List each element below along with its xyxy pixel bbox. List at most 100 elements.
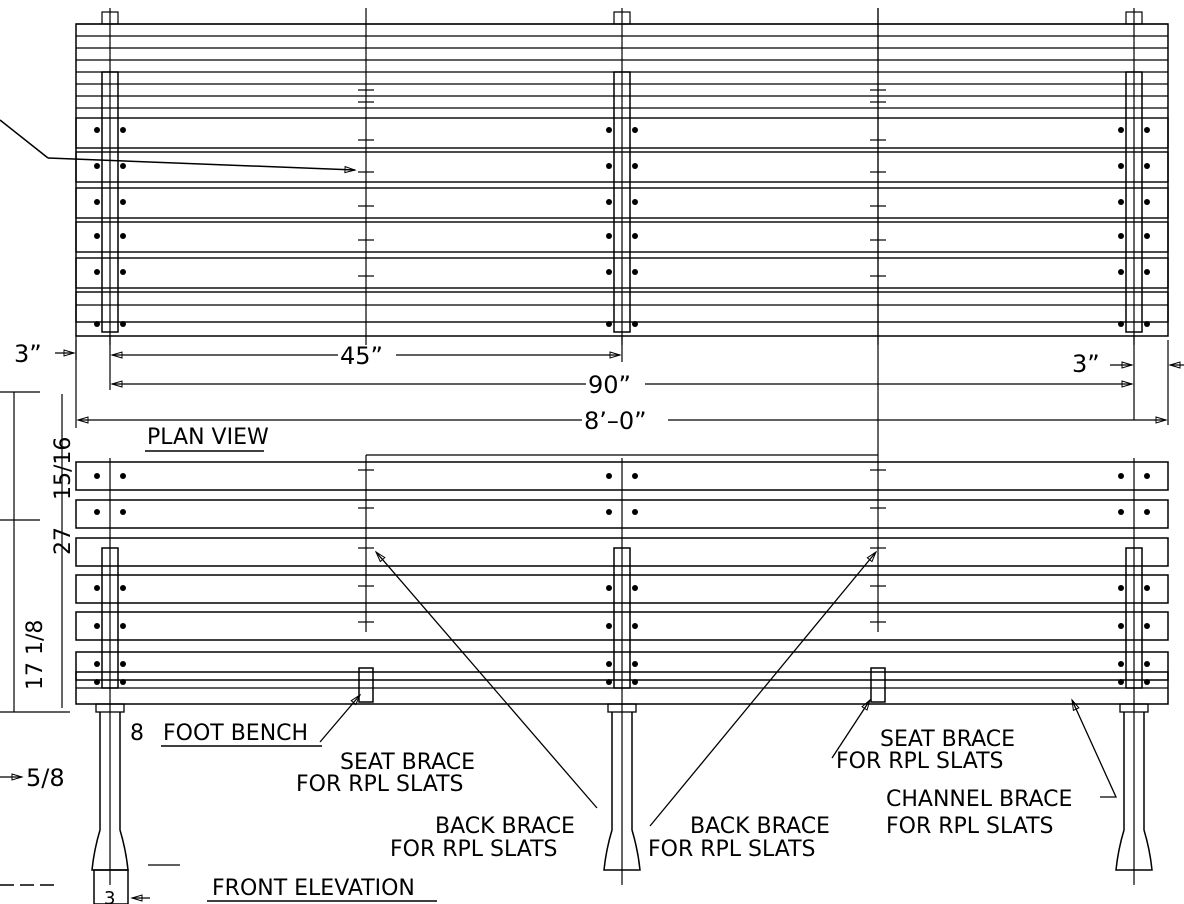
note-seat-brace-left-line1: SEAT BRACE bbox=[340, 750, 475, 775]
note-seat-brace-right-line2: FOR RPL SLATS bbox=[836, 749, 1004, 774]
plan-bolt bbox=[120, 163, 126, 169]
elev-bolt bbox=[606, 585, 612, 591]
elev-seat-brace bbox=[870, 667, 886, 703]
elev-bolt bbox=[632, 623, 638, 629]
elev-bolt bbox=[606, 473, 612, 479]
elev-bolt bbox=[1144, 473, 1150, 479]
elev-leg bbox=[1115, 712, 1153, 871]
elev-bolt bbox=[1144, 509, 1150, 515]
plan-bolt bbox=[94, 321, 100, 327]
note-back-brace-right: BACK BRACE FOR RPL SLATS bbox=[648, 550, 878, 862]
note-back-brace-left-line1: BACK BRACE bbox=[435, 814, 575, 839]
plan-bolt bbox=[606, 233, 612, 239]
plan-bolt bbox=[1144, 269, 1150, 275]
elev-bolt bbox=[120, 623, 126, 629]
plan-bolt bbox=[120, 199, 126, 205]
plan-leader-arrow bbox=[47, 157, 357, 174]
dim-right-offset: 3” bbox=[1072, 340, 1184, 425]
elev-bolt bbox=[120, 679, 126, 685]
plan-bolt bbox=[632, 163, 638, 169]
elev-bolt bbox=[606, 679, 612, 685]
dim-overall-posts-text: 90” bbox=[588, 371, 631, 399]
elev-bolt bbox=[94, 509, 100, 515]
plan-post-cap bbox=[1125, 11, 1143, 25]
note-seat-brace-left-line2: FOR RPL SLATS bbox=[296, 772, 464, 797]
dim-overall-length: 8’–0” bbox=[75, 340, 1168, 435]
dim-left-offset-text: 3” bbox=[14, 340, 42, 368]
dim-post-spacing: 45” bbox=[109, 335, 623, 390]
dim-overall-length-text: 8’–0” bbox=[584, 407, 647, 435]
elev-bolt bbox=[94, 473, 100, 479]
elev-bolt bbox=[606, 623, 612, 629]
elev-bolt bbox=[1118, 509, 1124, 515]
note-seat-brace-right: SEAT BRACE FOR RPL SLATS bbox=[831, 698, 1015, 774]
dim-height-back: 27 bbox=[51, 527, 76, 555]
dim-post-spacing-text: 45” bbox=[340, 342, 383, 370]
foot-dim-text: 3 bbox=[104, 888, 115, 904]
plan-bolt bbox=[632, 127, 638, 133]
elev-bolt bbox=[94, 679, 100, 685]
plan-bolt bbox=[1144, 199, 1150, 205]
elev-bolt bbox=[1144, 623, 1150, 629]
plan-bolt bbox=[1118, 127, 1124, 133]
elev-bolt bbox=[120, 661, 126, 667]
plan-bolt bbox=[606, 163, 612, 169]
elev-leg-flange bbox=[1119, 703, 1149, 713]
elev-bolt bbox=[1118, 473, 1124, 479]
plan-bolt bbox=[94, 127, 100, 133]
front-elevation-title: FRONT ELEVATION bbox=[212, 876, 415, 901]
plan-bolt bbox=[632, 199, 638, 205]
foot-dim-box bbox=[93, 869, 129, 904]
plan-bolt bbox=[632, 233, 638, 239]
elev-seat-brace bbox=[358, 667, 374, 703]
plan-bolt bbox=[94, 163, 100, 169]
plan-view: 3” 45” 90” 3” 8’–0” bbox=[0, 8, 1184, 452]
plan-bolt bbox=[120, 321, 126, 327]
plan-bolt bbox=[1118, 163, 1124, 169]
note-back-brace-right-line2: FOR RPL SLATS bbox=[648, 837, 816, 862]
plan-bolt bbox=[1144, 127, 1150, 133]
elev-bolt bbox=[606, 509, 612, 515]
plan-bolt bbox=[606, 321, 612, 327]
elev-bolt bbox=[120, 473, 126, 479]
elev-bolt bbox=[632, 661, 638, 667]
elev-bolt bbox=[1118, 661, 1124, 667]
plan-bolt bbox=[94, 269, 100, 275]
plan-bolt bbox=[606, 269, 612, 275]
elev-bolt bbox=[1144, 585, 1150, 591]
note-seat-brace-left: SEAT BRACE FOR RPL SLATS bbox=[296, 693, 475, 797]
elev-bolt bbox=[120, 509, 126, 515]
note-channel-brace-line1: CHANNEL BRACE bbox=[886, 787, 1072, 812]
elev-bolt bbox=[94, 585, 100, 591]
dim-height-seat: 17 1/8 bbox=[23, 620, 48, 690]
plan-posts bbox=[94, 8, 1150, 345]
plan-bolt bbox=[1118, 233, 1124, 239]
note-back-brace-left: BACK BRACE FOR RPL SLATS bbox=[374, 550, 598, 862]
plan-bolt bbox=[606, 127, 612, 133]
plan-bolt bbox=[94, 199, 100, 205]
note-channel-brace: CHANNEL BRACE FOR RPL SLATS bbox=[886, 698, 1118, 839]
plan-bolt bbox=[1144, 163, 1150, 169]
elev-bolt bbox=[632, 509, 638, 515]
bench-name-label: FOOT BENCH bbox=[163, 721, 308, 746]
elev-bolt bbox=[94, 661, 100, 667]
plan-bolt bbox=[120, 269, 126, 275]
plan-bolt bbox=[632, 321, 638, 327]
plan-bolt bbox=[94, 233, 100, 239]
plan-bolt bbox=[1144, 233, 1150, 239]
elev-bolt bbox=[1118, 623, 1124, 629]
elev-bolt bbox=[1118, 585, 1124, 591]
elevation-legs bbox=[91, 458, 1153, 885]
elevation-braces bbox=[358, 469, 886, 703]
plan-bolt bbox=[1144, 321, 1150, 327]
elev-bolt bbox=[1144, 679, 1150, 685]
front-elevation: 8 FOOT BENCH SEAT BRACE FOR RPL SLATS BA… bbox=[75, 8, 1169, 904]
elev-bolt bbox=[1118, 679, 1124, 685]
elev-bolt bbox=[606, 661, 612, 667]
note-back-brace-right-line1: BACK BRACE bbox=[690, 814, 830, 839]
dim-left-offset: 3” bbox=[14, 335, 77, 368]
dim-foot: 5/8 bbox=[26, 764, 65, 792]
plan-view-title: PLAN VIEW bbox=[147, 425, 269, 450]
plan-bolt bbox=[606, 199, 612, 205]
bench-size-label: 8 bbox=[130, 721, 144, 746]
